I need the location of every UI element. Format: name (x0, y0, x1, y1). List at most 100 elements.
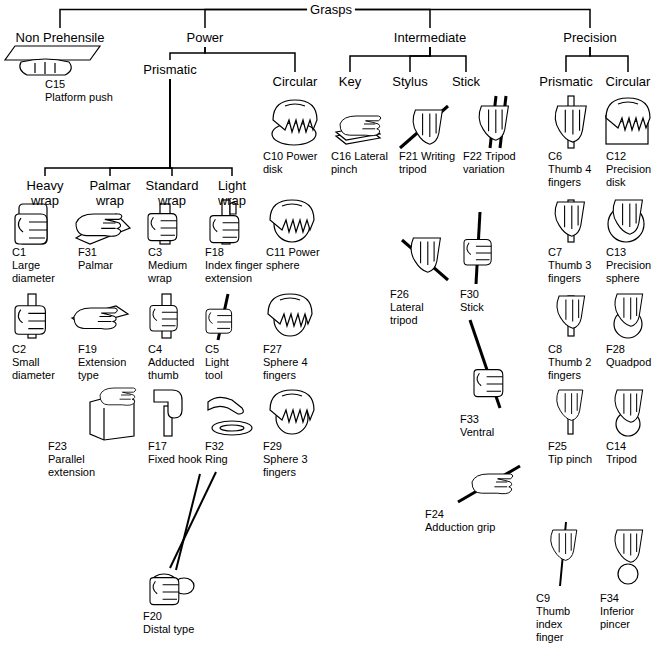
grasp-label: C1Large diameter (12, 246, 64, 285)
category-text: Stick (452, 74, 480, 89)
grasp-code: C13 (606, 246, 658, 259)
grasp-name: Tip pinch (548, 453, 592, 465)
grasp-label: F29Sphere 3 fingers (263, 440, 309, 479)
grasp-label: F27Sphere 4 fingers (263, 343, 309, 382)
grasp-label: F18Index finger extension (205, 246, 265, 285)
tree-branch (350, 47, 430, 72)
grasp-code: C3 (148, 246, 198, 259)
grasp-name: Precision sphere (606, 259, 651, 284)
category-text: Stylus (392, 74, 427, 89)
grasp-name: Sphere 4 fingers (263, 356, 308, 381)
tip-pinch-icon (557, 390, 583, 434)
grasp-label: F28Quadpod (606, 343, 658, 369)
grasp-code: C2 (12, 343, 64, 356)
grasp-code: F33 (460, 413, 512, 426)
category-text: Standard wrap (143, 178, 201, 208)
grasp-code: C8 (548, 343, 598, 356)
grasp-name: Medium wrap (148, 259, 187, 284)
category-label: Circular (273, 74, 318, 89)
grasp-code: F23 (48, 440, 104, 453)
grasp-code: F31 (78, 246, 130, 259)
grasp-code: F27 (263, 343, 309, 356)
grasp-name: Quadpod (606, 356, 651, 368)
grasp-label: C12Precision disk (606, 150, 658, 189)
grasp-label: F20Distal type (143, 610, 205, 636)
tree-branch (60, 10, 307, 29)
sphere-4-fingers-icon (268, 294, 312, 336)
grasp-code: C4 (148, 343, 202, 356)
grasp-name: Platform push (45, 91, 113, 103)
grasp-label: C7Thumb 3 fingers (548, 246, 598, 285)
tree-branch (410, 47, 430, 72)
category-label: Intermediate (394, 30, 466, 45)
grasp-code: F21 (399, 150, 418, 163)
grasp-name: Thumb 2 fingers (548, 356, 591, 381)
grasp-code: F28 (606, 343, 658, 356)
grasp-code: F20 (143, 610, 205, 623)
category-text: Heavy wrap (22, 178, 68, 208)
light-tool-icon (206, 294, 232, 340)
adduction-grip-icon (458, 466, 520, 502)
grasp-code: C9 (536, 592, 576, 605)
grasp-label: C14Tripod (606, 440, 658, 466)
grasp-code: C6 (548, 150, 598, 163)
grasp-label: C3Medium wrap (148, 246, 198, 285)
adducted-thumb-icon (150, 294, 177, 338)
thumb-2-fingers-icon (557, 296, 585, 336)
category-text: Circular (606, 74, 651, 89)
grasp-name: Thumb 3 fingers (548, 259, 591, 284)
grasp-label: C6Thumb 4 fingers (548, 150, 598, 189)
grasp-code: C7 (548, 246, 598, 259)
category-text: Key (339, 74, 361, 89)
category-label: Non Prehensile (16, 30, 105, 45)
category-label: Grasps (310, 2, 352, 17)
grasp-name: Stick (460, 301, 484, 313)
category-label: Circular (606, 74, 651, 89)
category-label: Prismatic (143, 62, 196, 77)
grasp-label: F25Tip pinch (548, 440, 598, 466)
grasp-name: Adducted thumb (148, 356, 194, 381)
thumb-4-fingers-icon (555, 96, 586, 148)
grasp-name: Large diameter (12, 259, 55, 284)
grasp-label: F17Fixed hook (148, 440, 202, 466)
category-text: Circular (273, 74, 318, 89)
medium-wrap-icon (148, 204, 177, 244)
tree-branch (205, 10, 307, 29)
grasp-label: F34Inferior pincer (600, 592, 652, 631)
category-text: Non Prehensile (16, 30, 105, 45)
grasp-label: F32Ring (205, 440, 247, 466)
grasp-name: Thumb 4 fingers (548, 163, 591, 188)
extension-type-icon (72, 306, 128, 329)
grasp-label: C16Lateral pinch (331, 150, 395, 176)
category-label: Precision (563, 30, 616, 45)
distal-type-icon (150, 472, 216, 605)
inferior-pincer-icon (615, 530, 643, 584)
grasp-name: Tripod (606, 453, 637, 465)
grasp-label: C5Light tool (205, 343, 247, 382)
grasp-code: C16 (331, 150, 351, 163)
thumb-index-finger-icon (551, 522, 577, 586)
grasp-name: Palmar (78, 259, 113, 271)
grasp-name: Inferior pincer (600, 605, 634, 630)
precision-disk-icon (606, 98, 650, 144)
category-text: Light wrap (209, 178, 255, 208)
ring-icon (208, 397, 252, 435)
platform-push-icon (5, 46, 100, 75)
grasp-label: C8Thumb 2 fingers (548, 343, 598, 382)
grasp-label: F26Lateral tripod (390, 288, 442, 327)
lateral-tripod-icon (402, 238, 448, 280)
grasp-code: F26 (390, 288, 442, 301)
grasp-code: C1 (12, 246, 64, 259)
thumb-3-fingers-icon (555, 200, 584, 242)
category-text: Grasps (310, 2, 352, 17)
grasp-code: C14 (606, 440, 658, 453)
category-label: Prismatic (539, 74, 592, 89)
grasp-name: Ring (205, 453, 228, 465)
grasp-label: C4Adducted thumb (148, 343, 202, 382)
grasp-label: C13Precision sphere (606, 246, 658, 285)
category-text: Precision (563, 30, 616, 45)
tree-branch (590, 47, 628, 72)
grasp-label: C11Power sphere (266, 246, 328, 272)
grasp-name: Adduction grip (425, 521, 495, 533)
